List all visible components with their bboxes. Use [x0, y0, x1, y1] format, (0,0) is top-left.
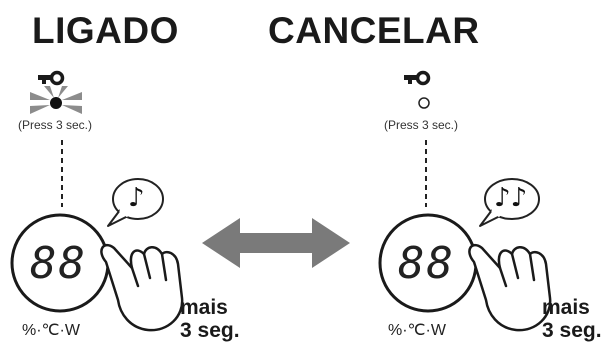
speech-bubble [107, 178, 164, 227]
beep-note-single: ♪ [128, 183, 145, 213]
press-instruction: (Press 3 sec.) [18, 118, 93, 132]
units-label: %·℃·W [388, 322, 446, 339]
led-indicator-on [50, 97, 62, 109]
hold-duration: mais 3 seg. [542, 296, 602, 342]
key-icon [38, 70, 65, 86]
units-label: %·℃·W [22, 322, 80, 339]
hand-icon [468, 243, 552, 332]
display-digits: 88 [398, 238, 455, 289]
display-digits: 88 [30, 238, 87, 289]
led-indicator-off [418, 97, 430, 109]
hold-duration-line2: 3 seg. [180, 319, 240, 342]
key-icon [404, 70, 431, 86]
double-arrow-icon [202, 218, 350, 268]
lock-cancel-title: CANCELAR [268, 10, 480, 51]
hold-duration: mais 3 seg. [180, 296, 240, 342]
hold-duration-line2: 3 seg. [542, 319, 602, 342]
hold-duration-line1: mais [180, 296, 228, 319]
hand-icon [100, 243, 184, 332]
press-instruction: (Press 3 sec.) [384, 118, 459, 132]
hold-duration-line1: mais [542, 296, 590, 319]
lock-on-title: LIGADO [32, 10, 179, 51]
beep-note-double: ♪♪ [494, 183, 528, 213]
led-glow-rays [30, 86, 82, 114]
speech-bubble [479, 178, 540, 227]
